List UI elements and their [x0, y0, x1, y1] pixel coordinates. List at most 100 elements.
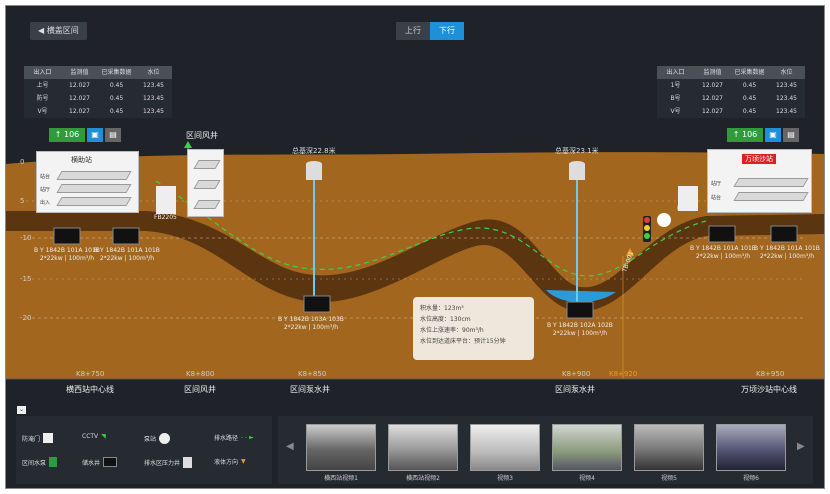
cell: 1号 — [670, 82, 681, 89]
depth-label: -10 — [20, 234, 32, 242]
video-thumb[interactable]: 视频5 — [634, 424, 704, 482]
depth-label: 0 — [20, 158, 25, 166]
arrow-up-icon — [184, 141, 192, 148]
pump-spec: 2*22kw | 100m³/h — [99, 255, 155, 262]
cell: B号 — [670, 95, 681, 102]
drain-path — [155, 180, 707, 277]
tunnel-band — [6, 211, 824, 312]
chevron-left-icon[interactable]: ◀ — [286, 441, 294, 452]
depth-label: 5 — [20, 197, 25, 205]
video-caption: 横西站视频2 — [406, 475, 440, 482]
video-thumb[interactable]: 视频6 — [716, 424, 786, 482]
legend-label: 区间水泵 — [22, 459, 47, 467]
pump-station — [770, 225, 798, 243]
video-preview — [470, 424, 540, 471]
station-name: 横助站 — [71, 156, 92, 164]
tank-icon — [306, 164, 322, 180]
pump-model: B Y 1842B 102A 102B — [547, 322, 613, 329]
count-badge[interactable]: ↑ 106 — [49, 128, 85, 142]
video-caption: 视频5 — [661, 475, 677, 482]
right-station[interactable]: 万顷沙站 站厅 站台 — [707, 149, 812, 213]
cell: 123.45 — [143, 108, 164, 115]
left-station[interactable]: 横助站 站台 站厅 出入 — [36, 151, 139, 213]
direction-switch: 上行 下行 — [396, 22, 464, 40]
video-preview — [552, 424, 622, 471]
pump-spec: 2*22kw | 100m³/h — [283, 324, 339, 331]
video-thumb[interactable]: 视频3 — [470, 424, 540, 482]
video-preview — [634, 424, 704, 471]
video-thumb[interactable]: 视频4 — [552, 424, 622, 482]
layers-icon[interactable]: ▤ — [783, 128, 799, 142]
collapse-toggle[interactable]: ⌄ — [17, 406, 26, 414]
legend-label: 泵站 — [144, 436, 157, 443]
pump-station — [112, 227, 140, 245]
floor-plate — [193, 180, 221, 189]
legend-panel: 防淹门 CCTV◥ 泵站 区间水泵 储水井 排水区压力井 排水路径- - ► 液… — [16, 416, 272, 484]
cell: 0.45 — [109, 82, 124, 89]
header-cell: 水位 — [147, 69, 160, 76]
pump-model: B Y 1842B 103A 103B — [278, 316, 344, 323]
cell: 12.027 — [69, 82, 90, 89]
floor-plate — [193, 160, 221, 169]
legend-label: CCTV — [82, 433, 99, 440]
pump-station — [708, 225, 736, 243]
cell: 12.027 — [702, 95, 723, 102]
pump-icon — [657, 213, 671, 227]
legend-pump-station: 泵站 — [144, 433, 171, 444]
layers-icon[interactable]: ▤ — [105, 128, 121, 142]
legend-cctv: CCTV◥ — [82, 433, 106, 440]
cell: 0.45 — [742, 95, 757, 102]
floor-plate — [56, 184, 132, 193]
video-gallery: ◀ 横西站视频1 横西站视频2 视频3 视频4 视频5 视频6 ▶ — [278, 416, 813, 484]
pump-spec: 2*22kw | 100m³/h — [39, 255, 95, 262]
gate-icon — [43, 433, 54, 443]
video-preview — [716, 424, 786, 471]
equipment-box — [678, 186, 698, 211]
wind-shaft-label: 区间风井 — [186, 131, 218, 140]
cell: 123.45 — [776, 82, 797, 89]
back-button[interactable]: ◀ 横盖区间 — [30, 22, 87, 40]
legend-pressure-well: 排水区压力井 — [144, 457, 193, 468]
station-name: 万顷沙站 — [742, 154, 776, 164]
location-name: 万顷沙站中心线 — [741, 385, 797, 394]
equipment-tag: FB2205 — [154, 214, 177, 221]
video-preview — [306, 424, 376, 471]
header-cell: 监测值 — [70, 69, 89, 76]
tab-down[interactable]: 下行 — [430, 22, 464, 40]
save-icon[interactable]: ▣ — [765, 128, 781, 142]
table-row: B号 12.027 0.45 123.45 — [657, 92, 805, 105]
count-badge[interactable]: ↑ 106 — [727, 128, 763, 142]
video-thumb[interactable]: 横西站视频2 — [388, 424, 458, 482]
km-marker: K8+750 — [76, 370, 105, 378]
header-cell: 监测值 — [703, 69, 722, 76]
header-cell: 出入口 — [33, 69, 52, 76]
km-marker: K8+920 — [609, 370, 638, 378]
video-caption: 视频3 — [497, 475, 513, 482]
video-thumb[interactable]: 横西站视频1 — [306, 424, 376, 482]
legend-label: 排水路径 — [214, 435, 239, 442]
shaft-depth-label: 总基深22.8米 — [292, 147, 336, 155]
back-label: 横盖区间 — [46, 26, 79, 35]
cell: 123.45 — [143, 95, 164, 102]
cell: 123.45 — [776, 95, 797, 102]
legend-label: 排水区压力井 — [144, 460, 181, 467]
save-icon[interactable]: ▣ — [87, 128, 103, 142]
wind-shaft[interactable] — [187, 149, 224, 217]
floor-label: 出入 — [40, 200, 51, 206]
location-name: 区间泵水井 — [290, 385, 330, 394]
legend-sump: 储水井 — [82, 457, 118, 467]
chevron-right-icon[interactable]: ▶ — [797, 441, 805, 452]
floor-label: 站台 — [40, 174, 51, 180]
tab-up[interactable]: 上行 — [396, 22, 430, 40]
